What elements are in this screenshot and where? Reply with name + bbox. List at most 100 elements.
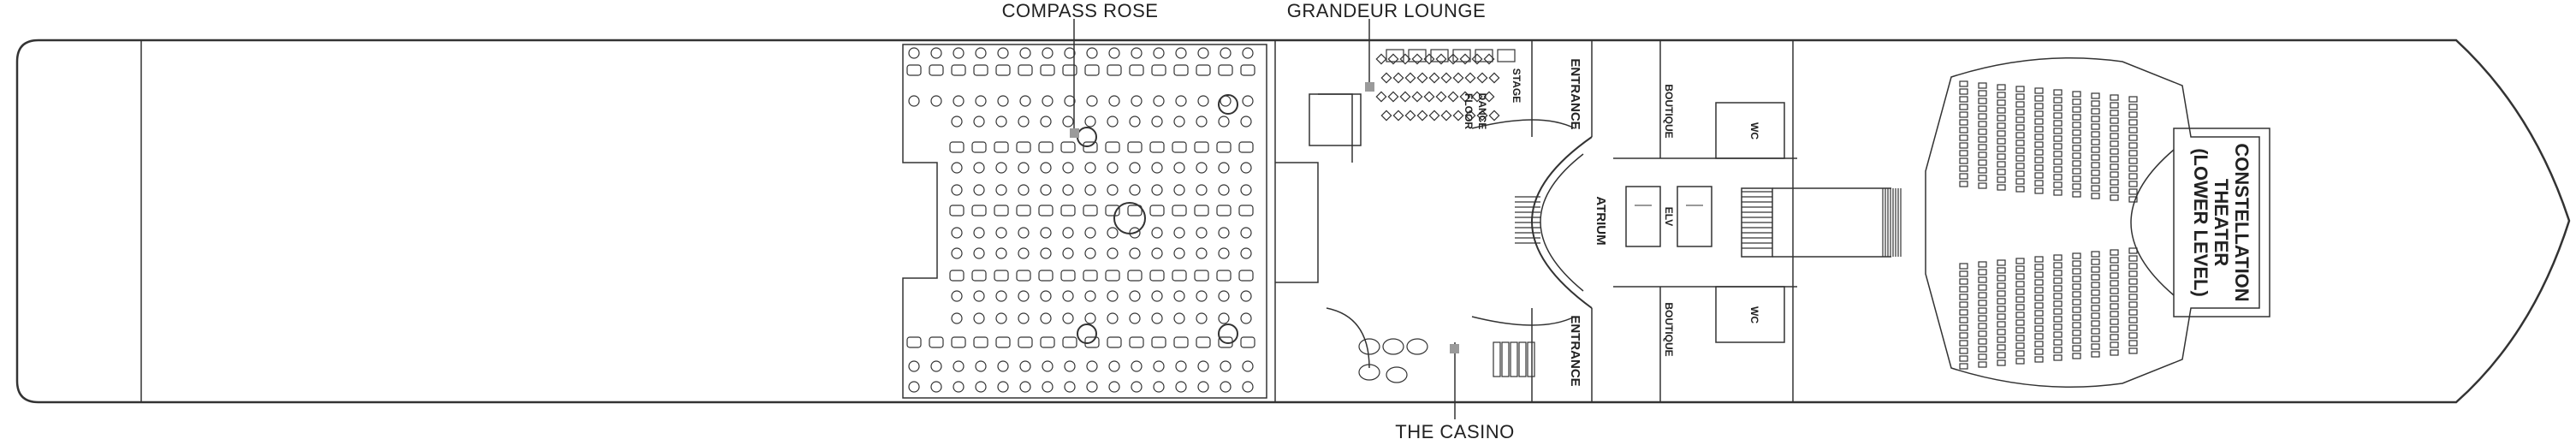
- dining-chair: [1151, 312, 1163, 324]
- theater-seat: [2091, 177, 2100, 184]
- lounge-chair: [1476, 72, 1488, 84]
- dining-chair: [1042, 381, 1054, 393]
- theater-seat: [1959, 340, 1968, 347]
- theater-label-line3: (LOWER LEVEL): [2190, 148, 2211, 297]
- dining-chair: [1242, 47, 1254, 59]
- dining-chair: [1153, 360, 1165, 372]
- theater-seat: [2015, 273, 2025, 280]
- dining-chair: [951, 247, 963, 259]
- theater-seat: [2091, 282, 2100, 288]
- theater-seat: [1997, 282, 2006, 289]
- dining-chair: [997, 381, 1009, 393]
- lounge-chair: [1464, 110, 1476, 122]
- dining-chair: [1173, 247, 1185, 259]
- slot-machine: [1510, 341, 1518, 377]
- compass-rose-restaurant: [902, 44, 1267, 399]
- dining-table: [1016, 270, 1031, 282]
- theater-seat: [2072, 91, 2081, 98]
- dining-table: [929, 64, 944, 76]
- dining-chair: [1108, 381, 1120, 393]
- dining-chair: [1131, 381, 1143, 393]
- theater-seat: [2034, 164, 2044, 171]
- theater-seat: [1959, 96, 1968, 103]
- dining-chair: [1153, 381, 1165, 393]
- theater-seat: [2091, 131, 2100, 138]
- theater-seat: [1997, 259, 2006, 266]
- theater-seat: [1959, 88, 1968, 95]
- dining-chair: [1173, 290, 1185, 302]
- theater-seat: [1959, 294, 1968, 300]
- theater-seat: [1959, 270, 1968, 277]
- theater-seat: [2091, 297, 2100, 304]
- lounge-chair: [1452, 110, 1464, 122]
- theater-seat: [2053, 293, 2063, 300]
- theater-seat: [2034, 157, 2044, 163]
- round-table: [1218, 94, 1238, 115]
- theater-seat: [2128, 181, 2138, 187]
- theater-seat: [2128, 188, 2138, 195]
- theater-seat: [2110, 179, 2119, 186]
- theater-seat: [2015, 116, 2025, 123]
- theater-seat: [1978, 307, 1987, 314]
- dining-table: [1083, 205, 1098, 217]
- dining-chair: [1040, 312, 1052, 324]
- dining-chair: [1151, 290, 1163, 302]
- boutique-bottom-label: BOUTIQUE: [1663, 302, 1675, 356]
- dining-chair: [1153, 95, 1165, 107]
- theater-seat: [2034, 348, 2044, 355]
- dining-chair: [1240, 227, 1252, 239]
- theater-seat: [2091, 258, 2100, 265]
- dining-chair: [1175, 95, 1187, 107]
- theater-seat: [2053, 347, 2063, 353]
- dining-chair: [1220, 47, 1232, 59]
- theater-seat: [2053, 120, 2063, 127]
- theater-seat: [1997, 115, 2006, 122]
- dining-table: [971, 205, 987, 217]
- theater-seat: [2072, 260, 2081, 267]
- theater-seat: [1997, 352, 2006, 359]
- theater-seat: [2034, 271, 2044, 278]
- theater-seat: [2034, 118, 2044, 125]
- theater-seat: [1997, 306, 2006, 312]
- entrance-top-label: ENTRANCE: [1568, 58, 1582, 129]
- theater-seat: [2034, 333, 2044, 340]
- dining-chair: [1129, 116, 1141, 128]
- dining-table: [1196, 336, 1211, 348]
- dining-chair: [1218, 290, 1230, 302]
- lounge-chair: [1380, 110, 1392, 122]
- dining-chair: [1108, 360, 1120, 372]
- theater-seat: [1959, 363, 1968, 370]
- lounge-chair: [1392, 110, 1404, 122]
- theater-seat: [1997, 153, 2006, 160]
- lounge-chair: [1435, 91, 1447, 103]
- round-table: [1218, 323, 1238, 344]
- dining-table: [1151, 64, 1166, 76]
- lounge-chair: [1440, 72, 1452, 84]
- theater-seat: [2072, 137, 2081, 144]
- theater-seat: [2034, 302, 2044, 309]
- dining-chair: [1084, 184, 1096, 196]
- theater-seat: [2015, 319, 2025, 326]
- theater-seat: [2110, 171, 2119, 178]
- theater-seat: [2128, 96, 2138, 103]
- theater-seat: [2053, 270, 2063, 276]
- theater-seat: [2110, 311, 2119, 317]
- theater-seat: [2091, 312, 2100, 319]
- dining-chair: [1086, 381, 1098, 393]
- theater-seat: [2072, 283, 2081, 290]
- theater-seat: [1997, 344, 2006, 351]
- dining-table: [971, 270, 987, 282]
- theater-seat: [2015, 186, 2025, 193]
- compass-rose-label: COMPASS ROSE: [1002, 0, 1159, 21]
- theater-seat: [2034, 279, 2044, 286]
- dining-chair: [973, 312, 985, 324]
- dining-chair: [1131, 95, 1143, 107]
- dining-chair: [1084, 247, 1096, 259]
- theater-seat: [2053, 143, 2063, 150]
- dining-chair: [1197, 47, 1209, 59]
- dining-table: [1105, 270, 1120, 282]
- dining-table: [949, 270, 965, 282]
- lounge-chair: [1375, 53, 1387, 65]
- dining-table: [994, 205, 1009, 217]
- dining-chair: [1151, 247, 1163, 259]
